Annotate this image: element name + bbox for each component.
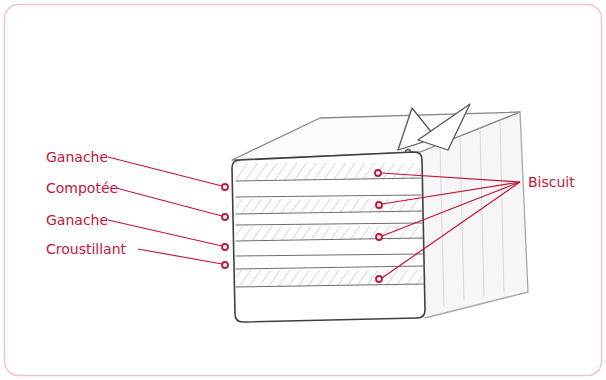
callout-dots — [222, 170, 382, 282]
layer-label: Ganache — [46, 149, 108, 165]
layer-label: Ganache — [46, 212, 108, 228]
cake-sketch — [232, 104, 528, 322]
layer-label: Compotée — [46, 180, 118, 196]
layer-label: Croustillant — [46, 241, 126, 257]
leader-lines — [108, 157, 520, 278]
frame — [5, 5, 602, 376]
part-label: Biscuit — [528, 174, 575, 190]
